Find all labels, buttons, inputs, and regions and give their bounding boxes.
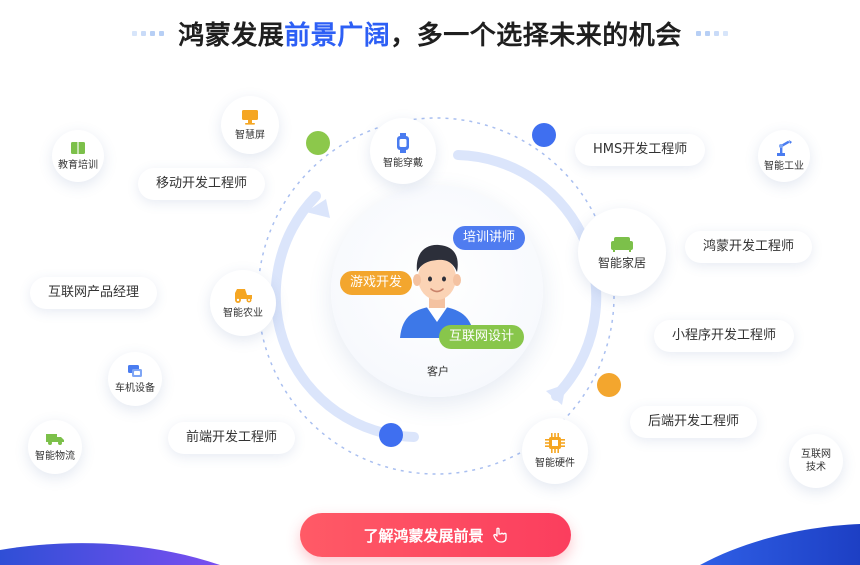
inner-arc-left — [270, 191, 419, 442]
pill-mini-program-dev: 小程序开发工程师 — [654, 320, 795, 352]
pill-backend-dev: 后端开发工程师 — [630, 406, 758, 438]
title-part1: 鸿蒙发展 — [178, 20, 285, 51]
node-label: 智能家居 — [597, 255, 646, 270]
node-vehicle: 车机设备 — [108, 352, 162, 406]
node-hardware: 智能硬件 — [522, 418, 588, 484]
center-label: 客户 — [427, 365, 449, 378]
node-label: 智能物流 — [35, 450, 75, 462]
sofa-icon — [611, 236, 633, 252]
node-industry: 智能工业 — [758, 130, 810, 182]
learn-more-button[interactable]: 了解鸿蒙发展前景 — [300, 513, 571, 557]
node-iot-tech: 互联网 技术 — [789, 434, 843, 488]
monitor-icon — [242, 109, 258, 125]
pill-mobile-dev: 移动开发工程师 — [138, 168, 266, 200]
tag-web-design: 互联网设计 — [439, 325, 525, 349]
node-label: 智能穿戴 — [383, 157, 423, 169]
node-label: 车机设备 — [115, 382, 155, 394]
orbit-dot-green — [306, 131, 330, 155]
person-avatar — [400, 244, 474, 338]
title-decoration-right — [695, 30, 728, 36]
pill-product-manager: 互联网产品经理 — [30, 277, 158, 309]
inner-arc-arrow-left — [306, 199, 330, 218]
inner-arc-arrow-right — [546, 384, 566, 405]
node-logistics: 智能物流 — [28, 420, 82, 474]
robot-arm-icon — [777, 139, 792, 156]
node-label-line2: 技术 — [806, 462, 826, 473]
node-wearable: 智能穿戴 — [370, 118, 436, 184]
node-label: 智能工业 — [764, 160, 804, 172]
pill-hongmeng-dev: 鸿蒙开发工程师 — [685, 231, 813, 263]
node-label-line1: 互联网 — [801, 449, 831, 460]
watch-icon — [397, 132, 409, 153]
outer-orbit-ring — [257, 117, 615, 475]
node-smart-home: 智能家居 — [578, 208, 666, 296]
title-highlight: 前景广阔 — [284, 20, 391, 51]
header: 鸿蒙发展前景广阔，多一个选择未来的机会 — [0, 0, 860, 66]
node-education: 教育培训 — [52, 130, 104, 182]
learn-more-label: 了解鸿蒙发展前景 — [363, 526, 484, 545]
chip-icon — [545, 432, 565, 453]
node-label: 智能农业 — [223, 307, 263, 319]
orbit-dot-blue-bottom — [379, 423, 403, 447]
book-icon — [71, 141, 85, 154]
car-screen-icon — [128, 364, 142, 377]
orbit-dot-orange — [597, 373, 621, 397]
truck-icon — [46, 433, 64, 445]
orbit-dot-blue-top — [532, 123, 556, 147]
node-label: 教育培训 — [58, 159, 98, 171]
tractor-icon — [235, 288, 252, 303]
node-agriculture: 智能农业 — [210, 270, 276, 336]
page-title: 鸿蒙发展前景广阔，多一个选择未来的机会 — [178, 15, 682, 52]
title-part2: ，多一个选择未来的机会 — [390, 20, 682, 51]
pointing-hand-icon — [492, 527, 507, 543]
pill-hms-dev: HMS开发工程师 — [575, 134, 706, 166]
pill-frontend-dev: 前端开发工程师 — [168, 422, 296, 454]
title-decoration-left — [132, 30, 165, 36]
tag-game-dev: 游戏开发 — [340, 271, 413, 295]
node-label: 智慧屏 — [235, 129, 265, 141]
node-label: 智能硬件 — [535, 457, 575, 469]
tag-trainer: 培训讲师 — [453, 226, 526, 250]
node-smart-screen: 智慧屏 — [221, 96, 279, 154]
